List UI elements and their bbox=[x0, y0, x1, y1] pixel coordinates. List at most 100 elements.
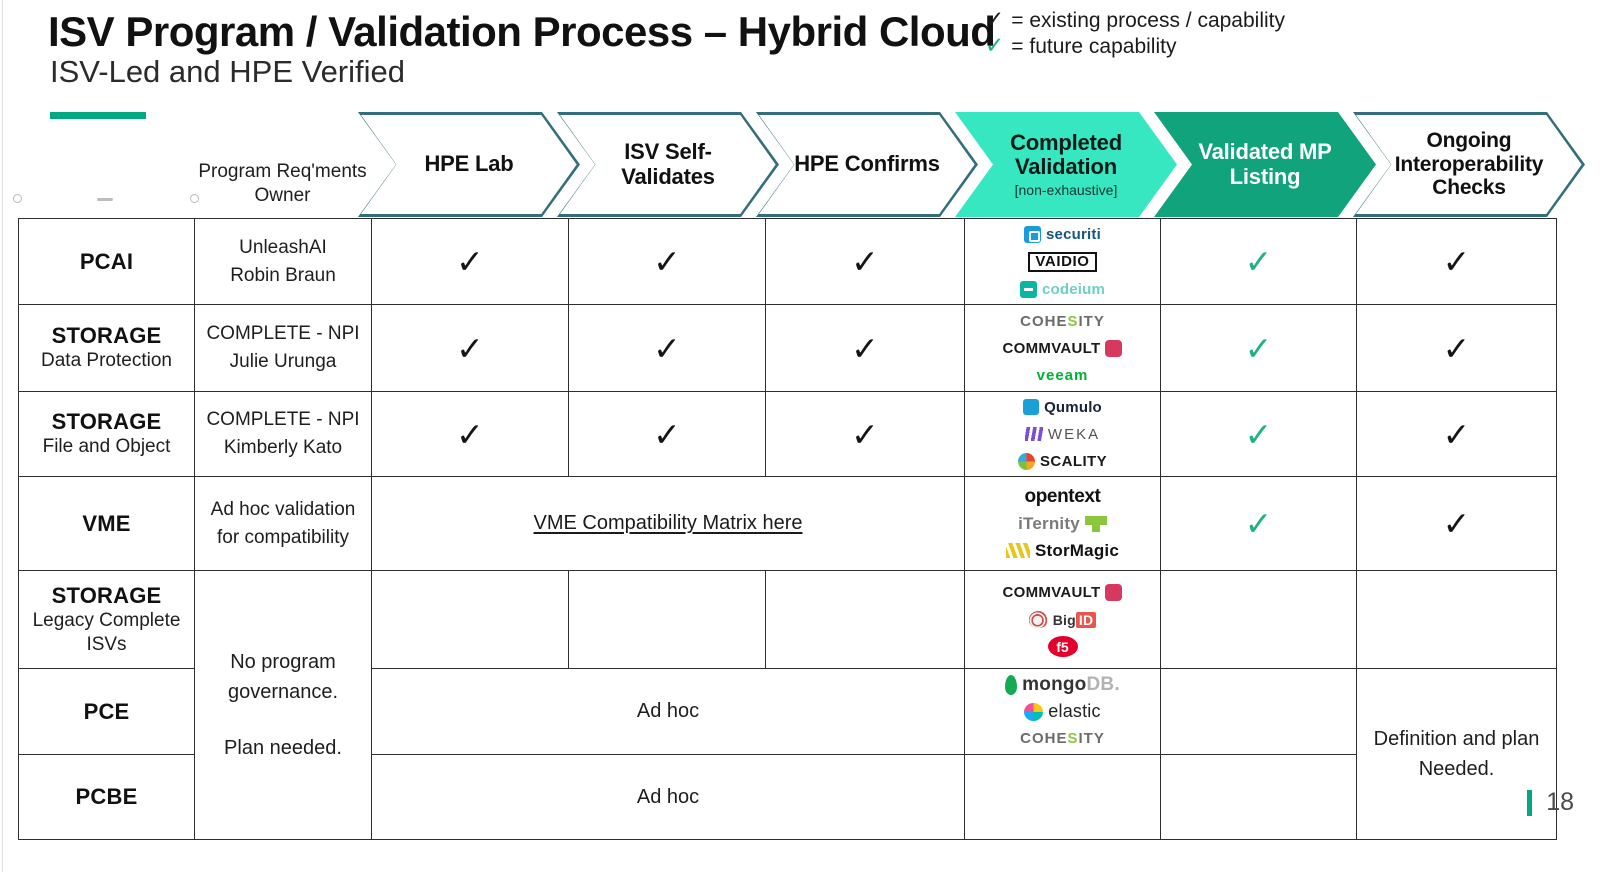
mp-listing-cell bbox=[1160, 754, 1357, 840]
legend-item-existing: ✓ = existing process / capability bbox=[985, 8, 1285, 34]
mp-listing-cell bbox=[1160, 570, 1357, 669]
owner-program: Ad hoc validation bbox=[210, 498, 356, 520]
logo-label: securiti bbox=[1046, 225, 1101, 243]
stage-validated-mp-listing[interactable]: Validated MP Listing bbox=[1154, 112, 1376, 217]
category-name: PCAI bbox=[79, 248, 134, 274]
check-icon: ✓ bbox=[851, 415, 879, 453]
isv-self-cell: ✓ bbox=[568, 304, 766, 392]
ongoing-checks-cell bbox=[1356, 570, 1557, 669]
logo-label: COMMVAULT bbox=[1002, 584, 1101, 601]
logo-label: opentext bbox=[1024, 485, 1101, 507]
hpe-lab-cell bbox=[371, 570, 569, 669]
mp-listing-cell bbox=[1160, 668, 1357, 755]
stormagic-logo: StorMagic bbox=[1006, 541, 1119, 560]
hpe-confirms-cell: ✓ bbox=[765, 304, 965, 392]
selection-handle-middle[interactable] bbox=[97, 198, 113, 201]
owner-program: COMPLETE - NPI bbox=[206, 323, 360, 345]
completed-validation-cell bbox=[964, 754, 1161, 840]
completed-validation-cell: COHESITY COMMVAULT veeam bbox=[964, 304, 1161, 392]
table-row: PCAI bbox=[18, 218, 195, 305]
logo-label: StorMagic bbox=[1035, 540, 1119, 560]
elastic-mark-icon bbox=[1024, 702, 1044, 721]
logo-stack: COHESITY COMMVAULT veeam bbox=[1003, 312, 1123, 385]
category-sub: File and Object bbox=[42, 436, 171, 458]
weka-mark-icon bbox=[1024, 427, 1043, 441]
owner-person: Julie Urunga bbox=[229, 351, 337, 372]
check-icon: ✓ bbox=[1442, 415, 1471, 453]
logo-label: elastic bbox=[1048, 701, 1101, 721]
f5-mark-icon: f5 bbox=[1047, 636, 1078, 657]
logo-stack: opentext iTernity StorMagic bbox=[1006, 485, 1119, 560]
completed-validation-cell: Qumulo WEKA SCALITY bbox=[964, 391, 1161, 477]
logo-label: mongoDB. bbox=[1022, 673, 1120, 695]
isv-self-cell bbox=[568, 570, 766, 669]
check-icon: ✓ bbox=[1244, 329, 1273, 367]
commvault-mark-icon bbox=[1105, 584, 1123, 601]
category-name: PCBE bbox=[75, 784, 138, 809]
chevron-outline-icon bbox=[557, 112, 779, 217]
slide-number-accent-bar bbox=[1527, 789, 1533, 816]
check-icon: ✓ bbox=[1442, 243, 1471, 280]
logo-label: SCALITY bbox=[1040, 452, 1107, 470]
category-sub: Legacy Complete ISVs bbox=[32, 609, 181, 655]
stormagic-mark-icon bbox=[1006, 543, 1030, 558]
note-line-2: governance. bbox=[227, 681, 339, 703]
iternity-logo: iTernity bbox=[1018, 514, 1107, 533]
stage-hpe-confirms[interactable]: HPE Confirms bbox=[756, 112, 978, 217]
check-icon: ✓ bbox=[985, 6, 1005, 32]
slide-left-edge bbox=[2, 0, 3, 872]
page-subtitle: ISV-Led and HPE Verified bbox=[50, 54, 406, 89]
category-name: STORAGE bbox=[51, 409, 162, 435]
completed-validation-cell: mongoDB. elastic COHESITY bbox=[964, 668, 1161, 755]
hpe-confirms-cell: ✓ bbox=[765, 218, 965, 305]
legend-label: = future capability bbox=[1011, 35, 1177, 58]
stage-completed-validation[interactable]: Completed Validation [non-exhaustive] bbox=[955, 112, 1177, 217]
hpe-lab-cell: ✓ bbox=[371, 391, 569, 477]
legend-item-future: ✓ = future capability bbox=[985, 34, 1285, 60]
mp-listing-cell: ✓ bbox=[1160, 304, 1357, 392]
vaidio-logo: VAIDIO bbox=[1028, 251, 1097, 272]
check-icon: ✓ bbox=[1244, 415, 1273, 453]
commvault-logo: COMMVAULT bbox=[1003, 583, 1123, 602]
page-title: ISV Program / Validation Process – Hybri… bbox=[48, 8, 996, 55]
stage-label: HPE Lab bbox=[424, 151, 514, 177]
note-line-3: Plan needed. bbox=[224, 737, 342, 759]
logo-label: WEKA bbox=[1047, 425, 1101, 443]
stage-ongoing-interoperability-checks[interactable]: Ongoing Interoperability Checks bbox=[1353, 112, 1585, 217]
selection-handle-left[interactable] bbox=[13, 194, 22, 203]
stage-isv-self-validates[interactable]: ISV Self- Validates bbox=[557, 112, 779, 217]
veeam-logo: veeam bbox=[1037, 366, 1089, 385]
legend: ✓ = existing process / capability ✓ = fu… bbox=[985, 8, 1285, 60]
mongodb-leaf-icon bbox=[1005, 674, 1018, 695]
category-name: STORAGE bbox=[51, 582, 162, 608]
owner-program: UnleashAI bbox=[239, 236, 327, 258]
logo-label: COMMVAULT bbox=[1002, 339, 1101, 357]
vme-compatibility-matrix-link[interactable]: VME Compatibility Matrix here bbox=[533, 512, 803, 534]
cohesity-logo: COHESITY bbox=[1020, 729, 1105, 748]
selection-handle-right[interactable] bbox=[190, 194, 199, 203]
table-row: VME bbox=[18, 476, 195, 571]
opentext-logo: opentext bbox=[1024, 485, 1101, 507]
scality-mark-icon bbox=[1018, 452, 1036, 470]
program-owner-header: Program Req'ments Owner bbox=[198, 161, 367, 206]
check-icon: ✓ bbox=[851, 243, 879, 280]
validation-matrix-table: PCAI UnleashAI Robin Braun ✓ ✓ ✓ securit… bbox=[18, 218, 1557, 840]
f5-logo: f5 bbox=[1047, 636, 1078, 657]
hpe-confirms-cell bbox=[765, 570, 965, 669]
hpe-lab-cell: ✓ bbox=[371, 218, 569, 305]
commvault-logo: COMMVAULT bbox=[1003, 339, 1123, 358]
check-icon: ✓ bbox=[456, 329, 484, 367]
legend-label: = existing process / capability bbox=[1011, 9, 1285, 32]
table-row: PCE bbox=[18, 668, 195, 755]
securiti-logo: securiti bbox=[1024, 225, 1101, 244]
check-icon: ✓ bbox=[456, 415, 484, 453]
process-stage-band: HPE Lab ISV Self- Validates HPE Confirms… bbox=[0, 112, 1614, 217]
logo-label: VAIDIO bbox=[1035, 253, 1090, 270]
check-icon: ✓ bbox=[653, 243, 681, 280]
table-row: STORAGE Data Protection bbox=[18, 304, 195, 392]
stage-sublabel: [non-exhaustive] bbox=[1014, 181, 1118, 198]
weka-logo: WEKA bbox=[1024, 425, 1101, 444]
stage-hpe-lab[interactable]: HPE Lab bbox=[358, 112, 580, 217]
